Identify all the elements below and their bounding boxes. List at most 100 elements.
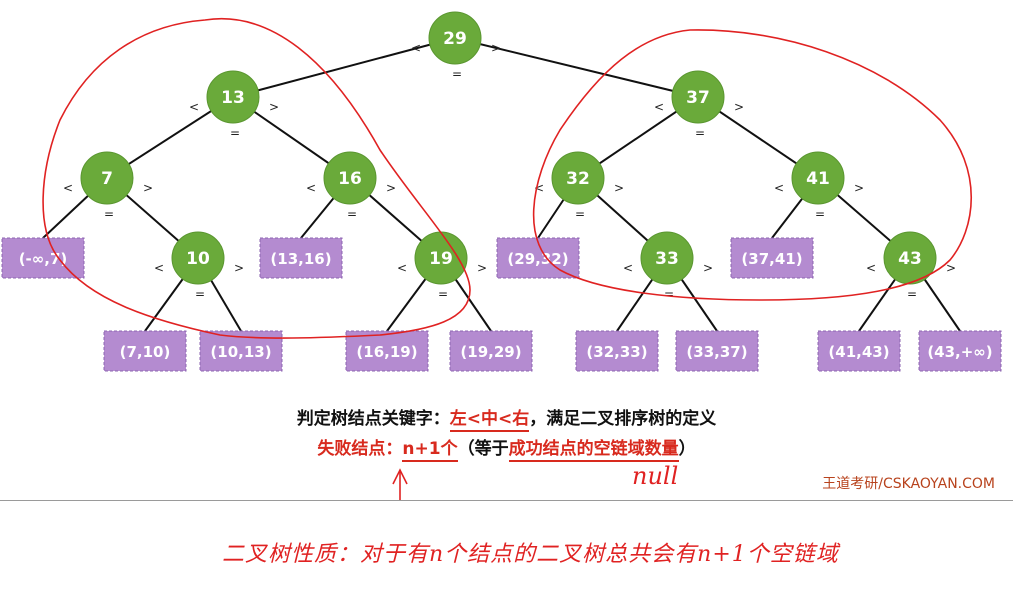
fail-node-label-f11: (41,43) [828,343,889,361]
symbol-greater-37: > [734,100,744,114]
fail-node-label-f5: (7,10) [120,343,171,361]
node-label-43: 43 [898,249,922,269]
symbol-greater-43: > [946,261,956,275]
fail-node-f4: (37,41) [730,237,814,279]
symbol-greater-41: > [854,181,864,195]
symbol-equal-41: = [815,207,825,221]
symbol-less-13: < [189,100,199,114]
null-link-highlight: 成功结点的空链域数量 [508,439,679,462]
fail-node-label-f12: (43,+∞) [927,343,992,361]
arrow-head-up [392,468,408,485]
fail-node-label-f10: (33,37) [686,343,747,361]
fail-node-box-f12 [918,330,1002,372]
tree-node-10: 10 [171,231,225,285]
fail-node-f9: (32,33) [575,330,659,372]
caption-line-1: 判定树结点关键字：左<中<右，满足二叉排序树的定义 [0,404,1013,432]
fail-node-label-f3: (29,32) [507,250,568,268]
node-label-32: 32 [566,169,590,189]
right-subtree-circle [532,29,972,301]
node-circle-43 [883,231,937,285]
symbol-equal-19: = [438,287,448,301]
tree-node-41: 41 [791,151,845,205]
symbol-less-10: < [154,261,164,275]
tree-node-29: 29 [428,11,482,65]
node-circle-13 [206,70,260,124]
node-circle-33 [640,231,694,285]
symbol-equal-29: = [452,67,462,81]
symbol-less-32: < [534,181,544,195]
symbol-equal-32: = [575,207,585,221]
fail-node-label-f9: (32,33) [586,343,647,361]
fail-node-label-f6: (10,13) [210,343,271,361]
comparison-symbols: <=><=><=><=><=><=><=><=><=><=><=> [63,41,956,301]
symbol-less-16: < [306,181,316,195]
divider [0,500,1013,501]
node-label-16: 16 [338,169,362,189]
symbol-equal-16: = [347,207,357,221]
fail-node-f11: (41,43) [817,330,901,372]
fail-node-f8: (19,29) [449,330,533,372]
node-label-37: 37 [686,88,710,108]
symbol-equal-7: = [104,207,114,221]
symbol-greater-19: > [477,261,487,275]
symbol-equal-43: = [907,287,917,301]
fail-node-box-f10 [675,330,759,372]
symbol-greater-32: > [614,181,624,195]
fail-node-box-f11 [817,330,901,372]
handwritten-annotations [42,18,972,500]
fail-node-box-f8 [449,330,533,372]
symbol-less-41: < [774,181,784,195]
node-circle-7 [80,151,134,205]
node-circle-16 [323,151,377,205]
edge-29-13 [232,37,456,98]
fail-node-box-f7 [345,330,429,372]
node-circle-41 [791,151,845,205]
binary-tree-property-note: 二叉树性质：对于有n个结点的二叉树总共会有n+1个空链域 [222,542,839,567]
symbol-equal-37: = [695,126,705,140]
tree-node-37: 37 [671,70,725,124]
caption-line-2: 失败结点：n+1个（等于成功结点的空链域数量） [0,434,1013,462]
fail-node-f1: (-∞,7) [1,237,85,279]
fail-node-f10: (33,37) [675,330,759,372]
node-circle-37 [671,70,725,124]
node-label-33: 33 [655,249,679,269]
tree-node-16: 16 [323,151,377,205]
watermark: 王道考研/CSKAOYAN.COM [822,476,995,492]
node-circle-29 [428,11,482,65]
symbol-equal-13: = [230,126,240,140]
fail-node-label-f8: (19,29) [460,343,521,361]
fail-node-f12: (43,+∞) [918,330,1002,372]
fail-node-f7: (16,19) [345,330,429,372]
fail-node-box-f5 [103,330,187,372]
symbol-greater-10: > [234,261,244,275]
symbol-less-29: < [411,41,421,55]
node-circle-10 [171,231,225,285]
paren-open: （等于 [457,439,509,459]
caption-prefix: 判定树结点关键字： [296,409,450,429]
node-label-10: 10 [186,249,210,269]
symbol-greater-13: > [269,100,279,114]
edge-29-37 [454,37,699,98]
node-label-7: 7 [101,169,113,189]
fail-node-box-f9 [575,330,659,372]
symbol-less-37: < [654,100,664,114]
symbol-greater-33: > [703,261,713,275]
tree-node-43: 43 [883,231,937,285]
node-label-41: 41 [806,169,830,189]
tree-node-33: 33 [640,231,694,285]
fail-node-box-f2 [259,237,343,279]
tree-node-32: 32 [551,151,605,205]
caption-order-highlight: 左<中<右 [449,409,530,432]
node-label-19: 19 [429,249,453,269]
null-handwritten-note: null [632,462,679,490]
fail-node-f5: (7,10) [103,330,187,372]
fail-node-f2: (13,16) [259,237,343,279]
fail-node-label-f4: (37,41) [741,250,802,268]
caption-suffix: ，满足二叉排序树的定义 [529,409,717,429]
symbol-less-43: < [866,261,876,275]
left-subtree-circle [42,18,471,339]
tree-node-13: 13 [206,70,260,124]
node-label-29: 29 [443,29,467,49]
symbol-equal-33: = [664,287,674,301]
